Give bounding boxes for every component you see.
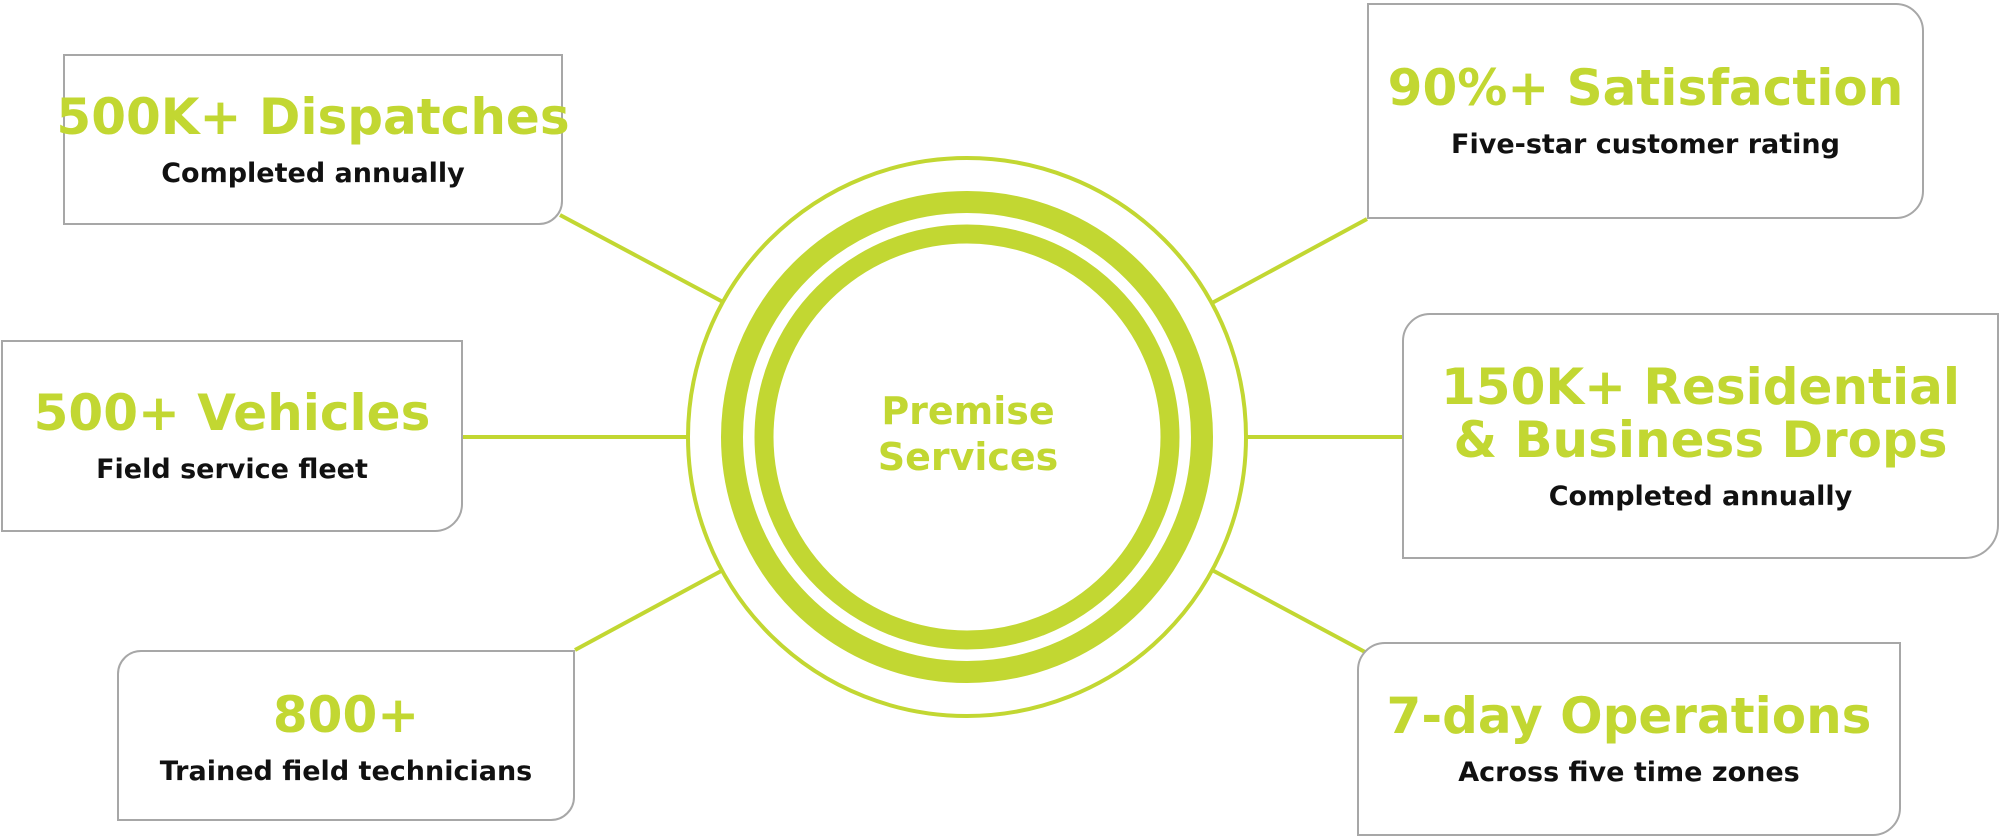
stat-drops-line1: 150K+ Residential [1441,357,1960,416]
card-satisfaction: 90%+ Satisfaction Five-star customer rat… [1367,3,1924,219]
card-technicians: 800+ Trained field technicians [117,650,575,821]
stat-satisfaction: 90%+ Satisfaction [1387,59,1904,117]
card-operations: 7-day Operations Across five time zones [1357,642,1901,836]
desc-satisfaction: Five-star customer rating [1451,129,1840,160]
hub-outer-ring [686,156,1248,718]
desc-drops: Completed annually [1548,480,1853,512]
connector-satisfaction [1211,217,1368,305]
hub-thick-ring [721,191,1213,683]
connector-technicians [574,568,724,652]
desc-operations: Across five time zones [1458,757,1800,788]
stat-vehicles: 500+ Vehicles [33,384,431,442]
desc-dispatches: Completed annually [161,157,465,189]
stat-technicians: 800+ [272,685,420,744]
connector-dispatches [559,213,724,304]
desc-vehicles: Field service fleet [96,454,368,485]
connector-operations [1211,568,1366,654]
stat-drops-line2: & Business Drops [1453,410,1948,469]
desc-technicians: Trained field technicians [159,755,533,787]
card-drops: 150K+ Residential & Business Drops Compl… [1402,313,1999,559]
hub-label: Premise Services [818,388,1118,480]
card-vehicles: 500+ Vehicles Field service fleet [1,340,463,532]
stat-operations: 7-day Operations [1386,687,1872,745]
hub-inner-ring [754,224,1180,650]
hub-label-line2: Services [877,435,1059,479]
hub-label-line1: Premise [881,389,1055,433]
stat-dispatches: 500K+ Dispatches [56,87,570,146]
card-dispatches: 500K+ Dispatches Completed annually [56,54,570,225]
